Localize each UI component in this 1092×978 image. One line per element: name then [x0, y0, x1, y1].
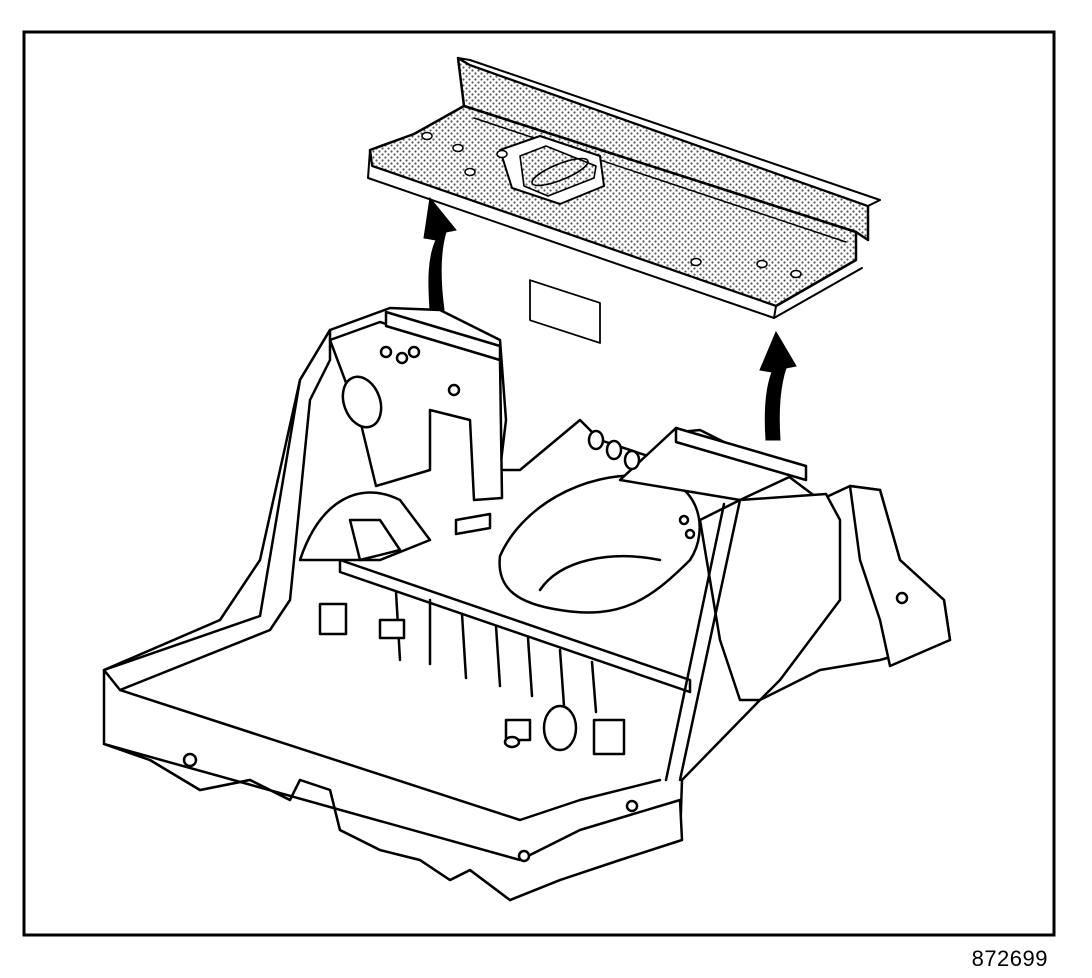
removal-arrow-up-icon	[423, 196, 457, 311]
vehicle-rear-floor-pan-assembly-icon	[102, 306, 952, 902]
removal-arrow-up-icon	[759, 330, 797, 441]
rear-crossmember-panel-icon	[367, 56, 881, 344]
figure-number: 872699	[971, 946, 1048, 971]
diagram-frame	[22, 30, 1056, 937]
